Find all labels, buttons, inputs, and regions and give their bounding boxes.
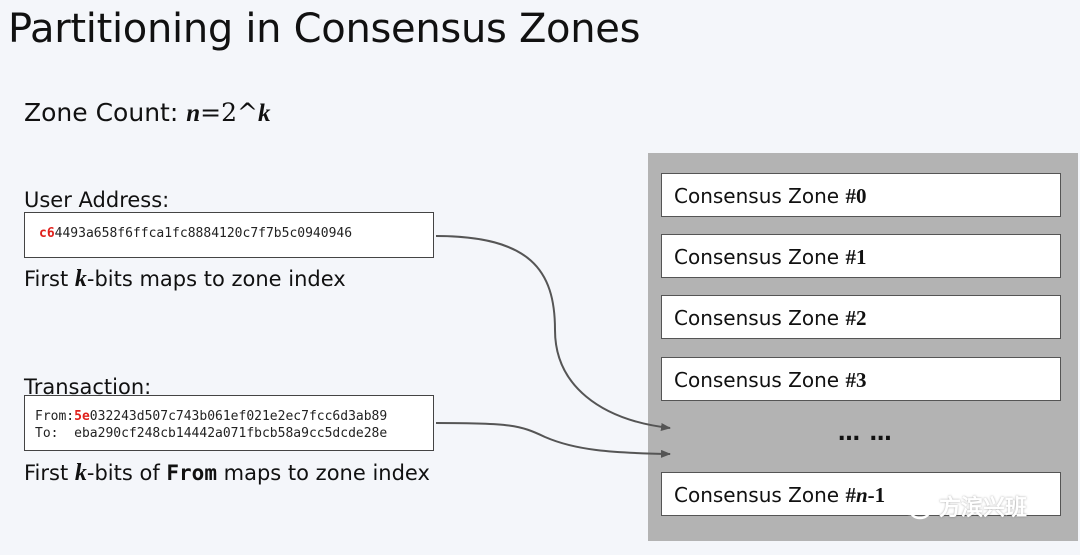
var-n: n <box>186 100 201 127</box>
var-n: n <box>855 483 868 507</box>
zone-number: #2 <box>845 306 867 330</box>
zone-number: #0 <box>845 184 867 208</box>
var-k: k <box>257 100 271 127</box>
caption-text: -bits of <box>86 461 167 485</box>
zone-label: Consensus Zone <box>674 483 846 507</box>
minus-one: -1 <box>867 483 886 507</box>
consensus-zone-2: Consensus Zone #2 <box>661 295 1061 339</box>
user-address-box: c64493a658f6ffca1fc8884120c7f7b5c0940946 <box>24 212 434 258</box>
tx-from-line: From:5e032243d507c743b061ef021e2ec7fcc6d… <box>35 408 433 425</box>
to-value: eba290cf248cb14442a071fbcb58a9cc5dcde28e <box>74 426 388 441</box>
zone-label: Consensus Zone <box>674 245 846 269</box>
zone-panel: Consensus Zone #0 Consensus Zone #1 Cons… <box>648 153 1078 541</box>
watermark: 方滨兴班 <box>895 490 1027 522</box>
caption-text: First <box>24 461 75 485</box>
zone-number: #n-1 <box>845 483 885 507</box>
zone-number: #3 <box>845 368 867 392</box>
formula-eq: =2^ <box>200 98 258 127</box>
caption-text: -bits maps to zone index <box>86 267 346 291</box>
address-to-zone-arrow <box>435 235 671 431</box>
var-k: k <box>74 460 87 486</box>
var-k: k <box>74 266 87 292</box>
caption-text: maps to zone index <box>216 461 430 485</box>
address-prefix: c6 <box>39 226 55 241</box>
hash-sign: # <box>845 483 856 507</box>
caption-text: First <box>24 267 75 291</box>
from-prefix: 5e <box>74 409 90 424</box>
watermark-text: 方滨兴班 <box>939 496 1028 521</box>
zone-label: Consensus Zone <box>674 368 846 392</box>
from-rest: 032243d507c743b061ef021e2ec7fcc6d3ab89 <box>89 409 388 424</box>
to-label: To: <box>35 426 75 441</box>
zone-count-formula: Zone Count: n=2^k <box>24 98 270 128</box>
from-keyword: From <box>166 461 217 485</box>
address-rest: 4493a658f6ffca1fc8884120c7f7b5c0940946 <box>54 226 353 241</box>
zone-label: Consensus Zone <box>674 306 846 330</box>
user-address-value: c64493a658f6ffca1fc8884120c7f7b5c0940946 <box>39 226 433 241</box>
page-title: Partitioning in Consensus Zones <box>8 6 641 52</box>
consensus-zone-1: Consensus Zone #1 <box>661 234 1061 278</box>
tx-to-line: To: eba290cf248cb14442a071fbcb58a9cc5dcd… <box>35 425 433 442</box>
consensus-zone-0: Consensus Zone #0 <box>661 173 1061 217</box>
zone-number: #1 <box>845 245 867 269</box>
consensus-zone-3: Consensus Zone #3 <box>661 357 1061 401</box>
kbits-caption: First k-bits maps to zone index <box>24 266 346 293</box>
from-label: From: <box>35 409 75 424</box>
consensus-zone-last: Consensus Zone #n-1 <box>661 472 1061 516</box>
zone-ellipsis: … … <box>838 421 893 446</box>
kbits-from-caption: First k-bits of From maps to zone index <box>24 460 430 487</box>
transaction-to-zone-arrow <box>435 422 671 458</box>
wechat-icon <box>895 492 932 520</box>
user-address-label: User Address: <box>24 188 170 212</box>
transaction-box: From:5e032243d507c743b061ef021e2ec7fcc6d… <box>24 395 434 451</box>
zone-label: Consensus Zone <box>674 184 846 208</box>
zone-count-label: Zone Count: <box>24 98 187 127</box>
